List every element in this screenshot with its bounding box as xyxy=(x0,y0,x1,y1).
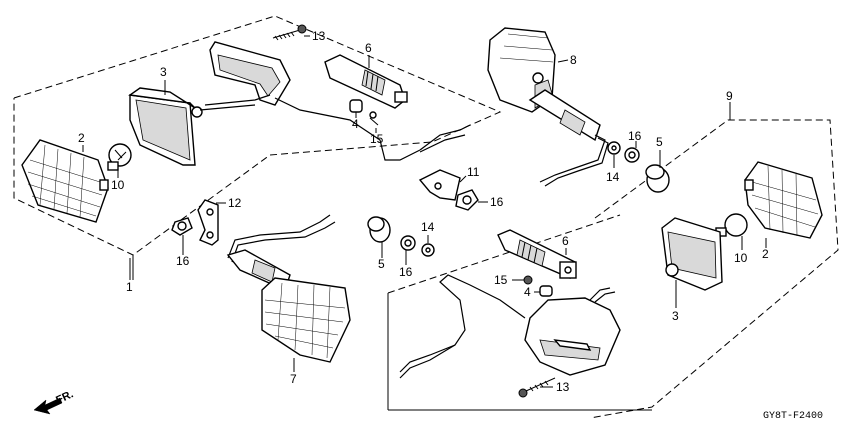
nut-right-upper xyxy=(624,147,640,163)
socket-housing-left xyxy=(128,87,203,166)
screw-lower xyxy=(518,377,556,398)
group-outline-top-left xyxy=(13,15,502,256)
washer-center xyxy=(421,243,435,257)
label-part-3-left: 3 xyxy=(160,65,167,79)
label-part-13-lower: 13 xyxy=(556,380,570,394)
label-part-8: 8 xyxy=(570,53,577,67)
bulb-left xyxy=(107,143,132,171)
diagram-code: GY8T-F2400 xyxy=(763,411,823,422)
label-part-16-left: 16 xyxy=(176,254,190,268)
front-arrow-icon xyxy=(33,397,63,415)
lens-front-left xyxy=(21,139,109,223)
label-part-2-right: 2 xyxy=(762,247,769,261)
label-part-15-top: 15 xyxy=(370,132,384,146)
bulb-right xyxy=(715,213,748,237)
stem-assembly-lower xyxy=(497,229,577,279)
spacer-top xyxy=(349,99,363,113)
mount-plate-left xyxy=(197,199,219,246)
label-part-1: 1 xyxy=(126,280,133,294)
socket-housing-right xyxy=(661,217,723,291)
label-part-4-top: 4 xyxy=(352,117,359,131)
label-part-6-top: 6 xyxy=(365,41,372,55)
label-part-11: 11 xyxy=(467,165,480,179)
label-part-14-center: 14 xyxy=(421,220,435,234)
screw-small-top xyxy=(369,111,379,126)
stem-assembly-top xyxy=(324,54,408,109)
front-direction-indicator: FR. xyxy=(33,388,75,415)
label-part-4-lower: 4 xyxy=(524,285,531,299)
front-label: FR. xyxy=(54,388,75,406)
collar-right xyxy=(645,164,670,193)
label-part-5-right: 5 xyxy=(656,135,663,149)
washer-right-upper xyxy=(607,141,621,155)
label-part-12: 12 xyxy=(228,196,242,210)
screw-top xyxy=(272,24,307,41)
spacer-lower xyxy=(539,285,553,297)
label-part-16-right: 16 xyxy=(628,129,642,143)
nut-center-lower xyxy=(400,235,416,251)
label-part-10-left: 10 xyxy=(111,178,125,192)
label-part-10-right: 10 xyxy=(734,251,748,265)
label-part-16-center-lower: 16 xyxy=(399,265,413,279)
collar-center xyxy=(367,216,391,243)
label-part-3-right: 3 xyxy=(672,309,679,323)
mount-plate-center xyxy=(418,169,461,201)
nut-left xyxy=(171,217,193,236)
group-outline-right xyxy=(387,119,839,419)
label-part-9: 9 xyxy=(726,89,733,103)
lens-front-right xyxy=(744,161,823,239)
label-part-6-lower: 6 xyxy=(562,234,569,248)
indicator-front-right xyxy=(487,27,609,187)
nut-center xyxy=(455,189,479,211)
leader-lines xyxy=(82,35,767,388)
indicator-rear-left xyxy=(226,214,351,363)
screw-small-lower xyxy=(523,275,533,285)
label-part-7: 7 xyxy=(290,372,297,386)
label-part-15-lower: 15 xyxy=(494,273,508,287)
part-labels: 13 3 6 2 10 4 15 12 16 1 7 11 16 5 16 14… xyxy=(78,29,769,394)
label-part-16-center: 16 xyxy=(490,195,504,209)
label-part-13-top: 13 xyxy=(312,29,326,43)
label-part-2-left: 2 xyxy=(78,131,85,145)
label-part-5-center: 5 xyxy=(378,257,385,271)
bracket-housing-top xyxy=(199,41,471,161)
label-part-14-right: 14 xyxy=(606,170,620,184)
indicator-rear-right xyxy=(399,274,621,379)
